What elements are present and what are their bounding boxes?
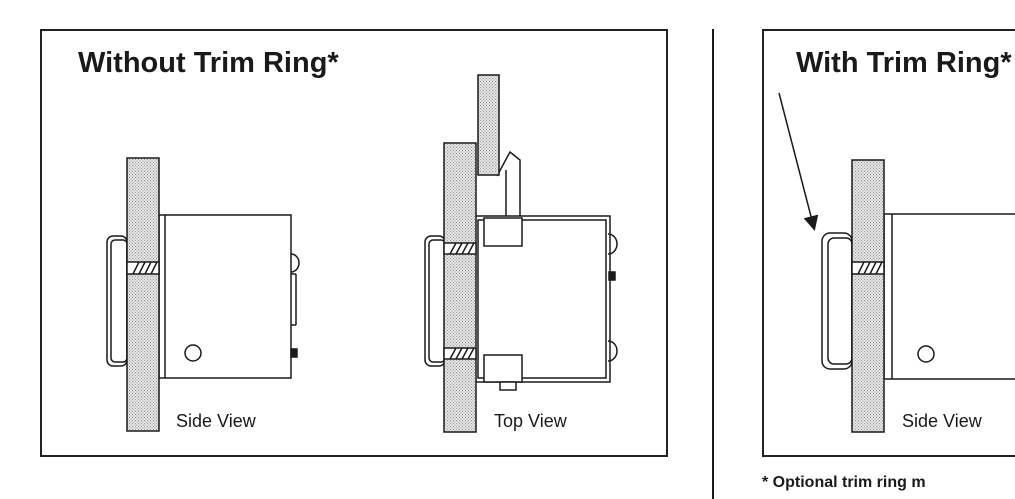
trim-ring-side-view-label: Side View (902, 411, 983, 431)
panel-title: With Trim Ring* (796, 47, 1012, 79)
side-view-drawing (106, 157, 300, 432)
panel-title: Without Trim Ring* (78, 47, 339, 79)
column-divider (712, 29, 714, 499)
footnote: * Optional trim ring m (762, 474, 926, 491)
top-view-drawing (424, 74, 618, 433)
side-view-label: Side View (176, 411, 257, 431)
trim-ring-side-view-drawing (778, 92, 1015, 433)
top-view-label: Top View (494, 411, 568, 431)
